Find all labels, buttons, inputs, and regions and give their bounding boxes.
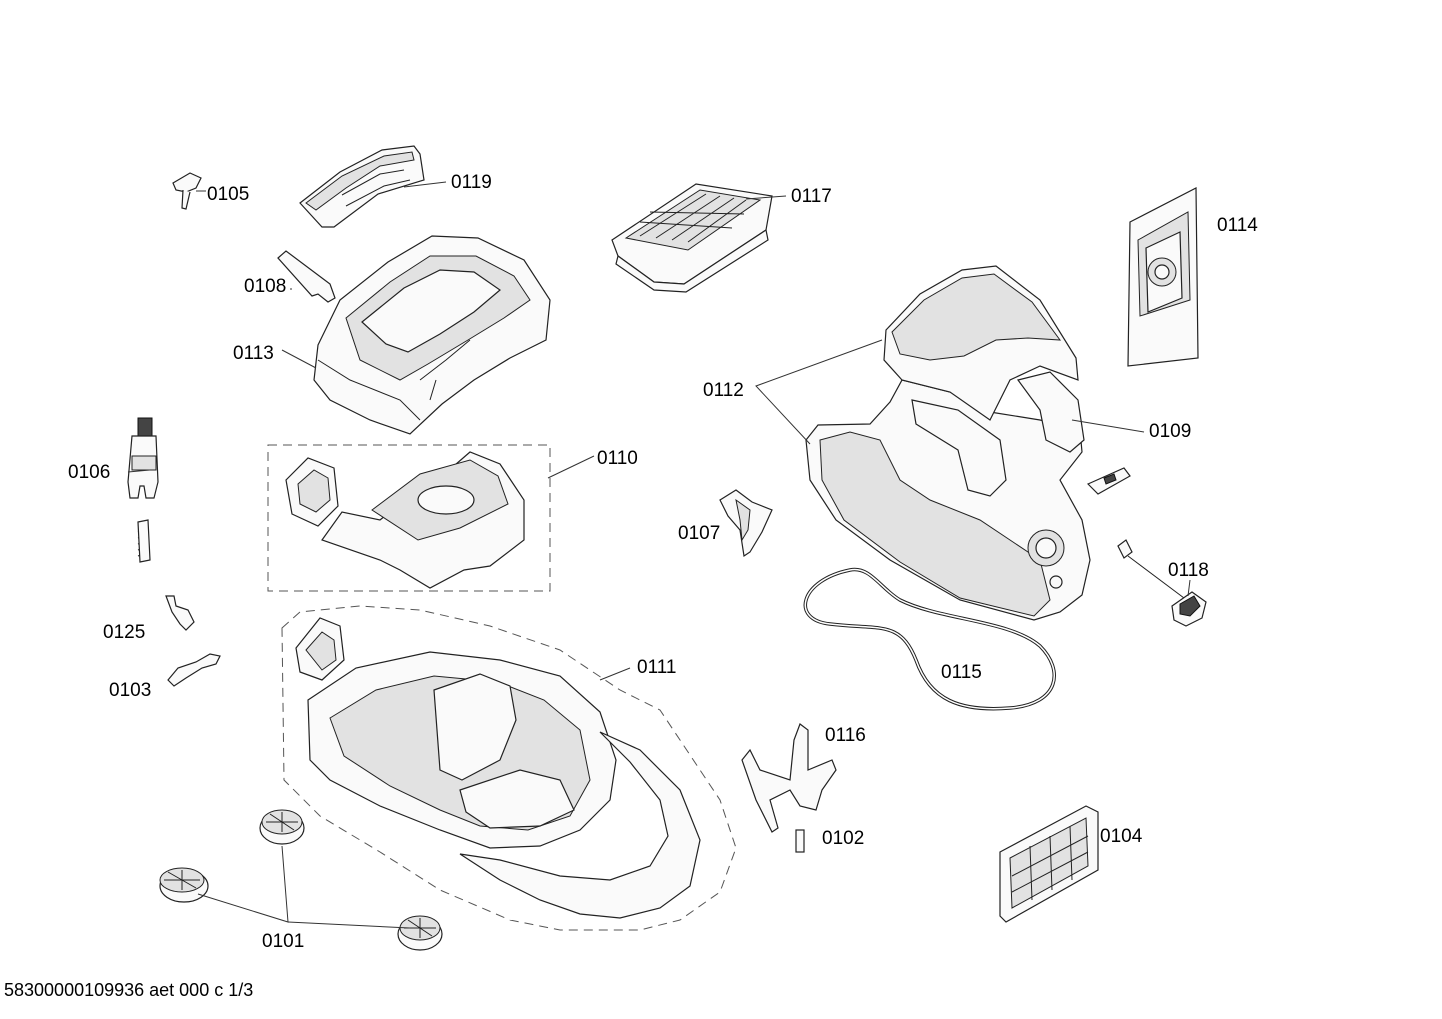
label-0108: 0108 — [244, 276, 286, 297]
part-0103-drawing — [167, 653, 221, 687]
part-0102-drawing — [795, 829, 805, 853]
small-latch-drawing — [1086, 467, 1131, 495]
label-0118: 0118 — [1168, 560, 1209, 581]
label-0110: 0110 — [597, 448, 638, 469]
label-0113: 0113 — [233, 343, 274, 364]
label-0102: 0102 — [822, 828, 864, 849]
label-0114: 0114 — [1217, 215, 1258, 236]
part-0106-drawing — [127, 417, 159, 563]
part-labels: 0105 0119 0117 0114 0108 0113 0112 0109 … — [68, 172, 1258, 952]
part-0116-drawing — [741, 723, 837, 833]
label-0109: 0109 — [1149, 421, 1191, 442]
part-0108-drawing — [277, 250, 336, 303]
label-0125: 0125 — [103, 622, 145, 643]
part-0114-drawing — [1127, 187, 1199, 367]
part-0111-drawing — [281, 605, 737, 931]
label-0111: 0111 — [637, 657, 676, 678]
label-0115: 0115 — [941, 662, 982, 683]
part-0110-drawing — [267, 444, 551, 592]
part-0118-drawing — [1117, 539, 1207, 627]
part-0119-drawing — [299, 145, 425, 228]
part-0101-drawing — [159, 809, 443, 951]
label-0104: 0104 — [1100, 826, 1143, 847]
label-0112: 0112 — [703, 380, 744, 401]
label-0107: 0107 — [678, 523, 720, 544]
part-0113-drawing — [313, 235, 551, 435]
drawing-reference-code: 58300000109936 aet 000 c 1/3 — [4, 980, 254, 1000]
part-0125-drawing — [165, 595, 195, 631]
label-0117: 0117 — [791, 186, 832, 207]
part-0117-drawing — [611, 183, 773, 293]
label-0105: 0105 — [207, 184, 249, 205]
label-0101: 0101 — [262, 931, 304, 952]
part-0105-drawing — [172, 172, 202, 210]
part-0107-drawing — [719, 489, 773, 558]
leader-lines — [127, 181, 1191, 929]
label-0106: 0106 — [68, 462, 110, 483]
label-0119: 0119 — [451, 172, 492, 193]
part-0112-drawing — [805, 265, 1091, 621]
label-0103: 0103 — [109, 680, 151, 701]
label-0116: 0116 — [825, 725, 866, 746]
part-0115-drawing — [803, 567, 1056, 711]
part-0104-drawing — [999, 805, 1099, 923]
